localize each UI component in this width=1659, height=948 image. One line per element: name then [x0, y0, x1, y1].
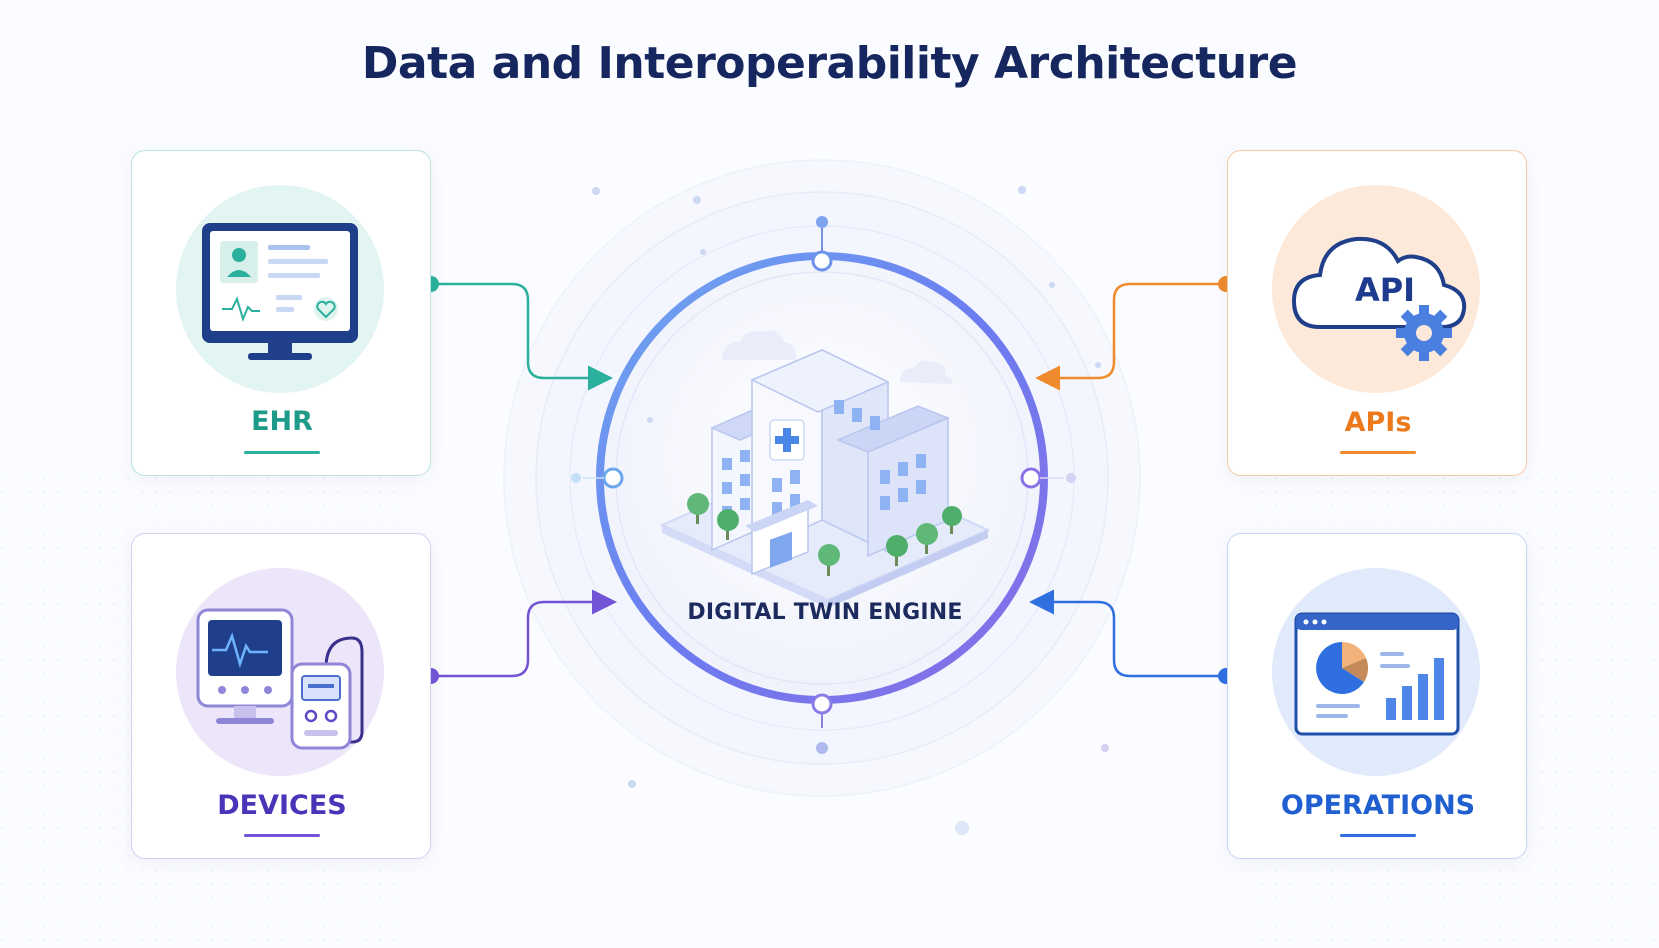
- page-title: Data and Interoperability Architecture: [361, 38, 1298, 89]
- edge-devices-to-engine: [431, 589, 617, 678]
- operations-dashboard-icon: [1272, 568, 1480, 776]
- node-card-devices[interactable]: DEVICES: [131, 533, 431, 859]
- floating-particles: [592, 186, 1109, 835]
- medical-devices-icon: [176, 568, 384, 776]
- node-underline-apis: [1340, 451, 1416, 454]
- api-icon-text: API: [1354, 271, 1416, 309]
- api-cloud-gear-icon: [1272, 185, 1480, 393]
- edge-apis-to-engine: [1035, 282, 1226, 391]
- node-card-operations[interactable]: OPERATIONS: [1227, 533, 1527, 859]
- node-card-apis[interactable]: APIs: [1227, 150, 1527, 476]
- node-underline-operations: [1340, 834, 1416, 837]
- hospital-building-icon: [659, 330, 991, 608]
- ring-connector-nodes: [571, 216, 1076, 754]
- edge-operations-to-engine: [1029, 589, 1226, 678]
- engine-label: DIGITAL TWIN ENGINE: [687, 600, 963, 625]
- node-card-ehr[interactable]: EHR: [131, 150, 431, 476]
- node-underline-devices: [244, 834, 320, 837]
- node-label-apis: APIs: [1344, 407, 1412, 438]
- node-label-devices: DEVICES: [217, 790, 347, 821]
- node-label-operations: OPERATIONS: [1280, 790, 1476, 821]
- node-underline-ehr: [244, 451, 320, 454]
- ehr-monitor-icon: [176, 185, 384, 393]
- node-label-ehr: EHR: [251, 406, 313, 437]
- tree-group: [687, 493, 962, 576]
- edge-ehr-to-engine: [431, 282, 613, 391]
